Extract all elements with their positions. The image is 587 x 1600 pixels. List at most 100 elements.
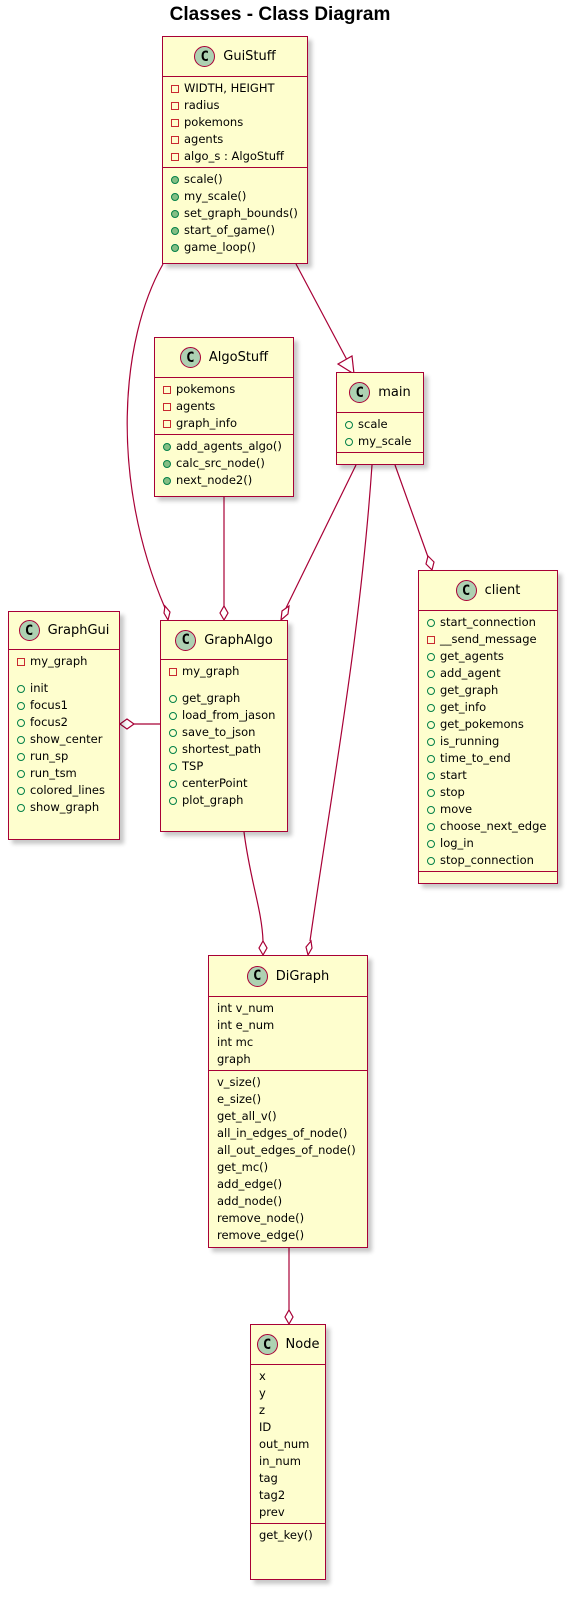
public-icon xyxy=(345,437,353,446)
member: log_in xyxy=(427,835,557,852)
member: stop_connection xyxy=(427,852,557,869)
method: focus1 xyxy=(17,697,119,714)
method: shortest_path xyxy=(169,741,287,758)
edge-main-client xyxy=(394,464,429,558)
method: set_graph_bounds() xyxy=(171,205,307,222)
class-name: client xyxy=(484,583,521,598)
method: remove_edge() xyxy=(217,1228,305,1242)
public-method-icon xyxy=(171,192,179,201)
member: choose_next_edge xyxy=(427,818,557,835)
attribute: tag xyxy=(259,1471,278,1485)
public-icon xyxy=(427,839,435,848)
diamond-client xyxy=(425,554,435,572)
public-icon xyxy=(427,669,435,678)
method: v_size() xyxy=(217,1075,261,1089)
member: move xyxy=(427,801,557,818)
public-icon xyxy=(169,711,177,720)
public-icon xyxy=(169,779,177,788)
method: save_to_json xyxy=(169,724,287,741)
class-name: Node xyxy=(285,1337,320,1352)
edge-guistuff-graphalgo xyxy=(126,263,166,609)
class-guistuff: C GuiStuff WIDTH, HEIGHT radius pokemons… xyxy=(162,36,308,264)
method: add_node() xyxy=(217,1194,283,1208)
public-icon xyxy=(427,720,435,729)
public-method-icon xyxy=(171,175,179,184)
class-name: GuiStuff xyxy=(223,49,276,64)
method: run_tsm xyxy=(17,765,119,782)
public-method-icon xyxy=(171,243,179,252)
attribute: agents xyxy=(171,131,307,148)
private-icon xyxy=(171,135,179,144)
method: remove_node() xyxy=(217,1211,305,1225)
private-icon xyxy=(169,667,177,676)
method: load_from_jason xyxy=(169,707,287,724)
class-c-icon: C xyxy=(194,46,216,67)
private-icon xyxy=(163,419,171,428)
method: get_all_v() xyxy=(217,1109,277,1123)
method: run_sp xyxy=(17,748,119,765)
diamond-graphgui xyxy=(118,718,136,730)
method: scale() xyxy=(171,171,307,188)
class-client: C client start_connection __send_message… xyxy=(418,570,558,884)
method: centerPoint xyxy=(169,775,287,792)
method: TSP xyxy=(169,758,287,775)
class-algostuff: C AlgoStuff pokemons agents graph_info a… xyxy=(154,337,294,497)
edge-main-digraph xyxy=(309,464,373,942)
public-icon xyxy=(17,735,25,744)
class-c-icon: C xyxy=(175,629,197,651)
public-icon xyxy=(427,652,435,661)
edge-guistuff-main xyxy=(295,263,348,361)
public-icon xyxy=(427,737,435,746)
public-icon xyxy=(17,684,25,693)
attribute: agents xyxy=(163,398,293,415)
attribute: int mc xyxy=(217,1035,254,1049)
class-node: C Node x y z ID out_num in_num tag tag2 … xyxy=(250,1324,326,1580)
class-name: main xyxy=(378,385,411,400)
method: init xyxy=(17,680,119,697)
attribute: pokemons xyxy=(171,114,307,131)
attribute: ID xyxy=(259,1420,272,1434)
attribute: my_graph xyxy=(17,653,119,670)
method: calc_src_node() xyxy=(163,455,293,472)
method: get_mc() xyxy=(217,1160,269,1174)
public-icon xyxy=(17,786,25,795)
private-icon xyxy=(17,657,25,666)
public-method-icon xyxy=(163,476,171,485)
method: my_scale() xyxy=(171,188,307,205)
class-graphalgo: C GraphAlgo my_graph get_graph load_from… xyxy=(160,620,288,832)
member: time_to_end xyxy=(427,750,557,767)
edge-main-graphalgo xyxy=(285,464,357,609)
public-icon xyxy=(427,771,435,780)
method: all_in_edges_of_node() xyxy=(217,1126,348,1140)
class-name: GraphGui xyxy=(47,623,110,638)
attribute: y xyxy=(259,1386,266,1400)
diamond-graphalgo-from-main xyxy=(280,604,290,622)
attribute: graph xyxy=(217,1052,251,1066)
private-icon xyxy=(163,385,171,394)
private-icon xyxy=(171,118,179,127)
attribute: out_num xyxy=(259,1437,310,1451)
public-icon xyxy=(427,754,435,763)
method: game_loop() xyxy=(171,239,307,256)
attribute: my_graph xyxy=(169,663,287,680)
member: get_graph xyxy=(427,682,557,699)
member: __send_message xyxy=(427,631,557,648)
member: get_info xyxy=(427,699,557,716)
diamond-graphalgo-from-guistuff xyxy=(163,604,171,622)
attribute: in_num xyxy=(259,1454,302,1468)
method: show_graph xyxy=(17,799,119,816)
member: my_scale xyxy=(345,433,423,450)
public-icon xyxy=(427,822,435,831)
class-digraph: C DiGraph int v_num int e_num int mc gra… xyxy=(208,955,368,1248)
member: start_connection xyxy=(427,614,557,631)
class-c-icon: C xyxy=(349,382,371,403)
member: is_running xyxy=(427,733,557,750)
class-c-icon: C xyxy=(455,580,477,601)
diamond-digraph-from-graphalgo xyxy=(258,939,268,957)
method: next_node2() xyxy=(163,472,293,489)
method: add_edge() xyxy=(217,1177,283,1191)
class-c-icon: C xyxy=(179,347,201,368)
private-icon xyxy=(163,402,171,411)
attribute: WIDTH, HEIGHT xyxy=(171,80,307,97)
member: start xyxy=(427,767,557,784)
